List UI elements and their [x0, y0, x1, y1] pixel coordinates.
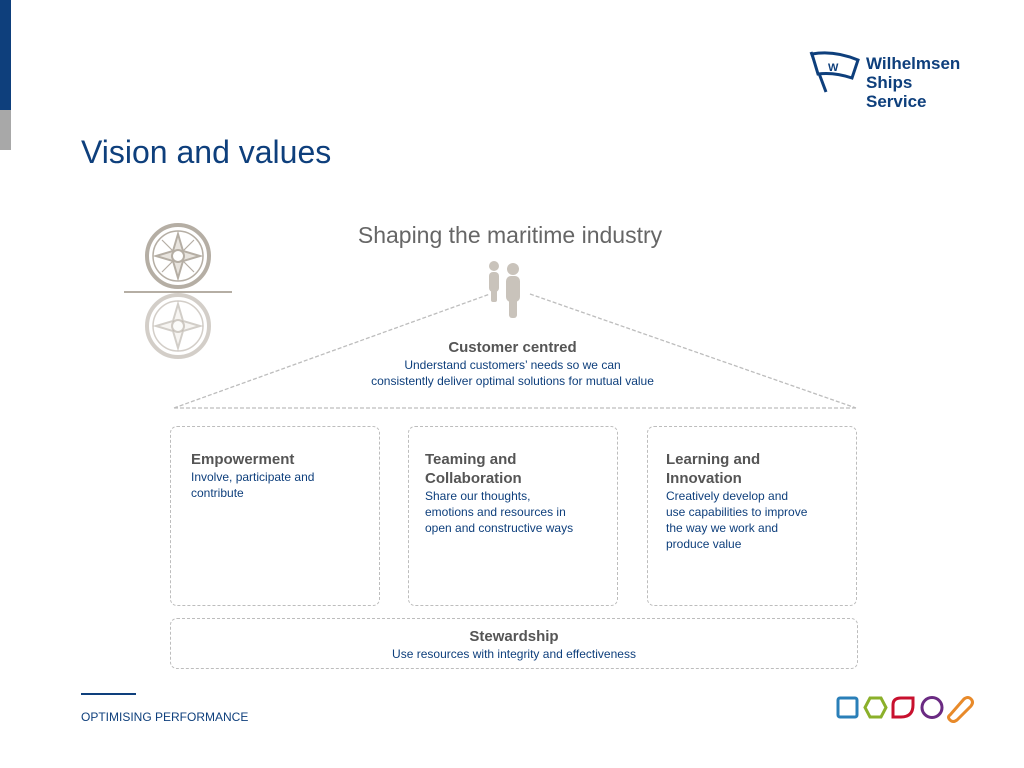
pillar-heading: Learning and — [666, 451, 761, 468]
pillar-teaming-collaboration: Teaming and Collaboration Share our thou… — [408, 426, 618, 606]
logo-flag-letter: W — [828, 62, 839, 74]
square-shape-icon — [836, 696, 859, 719]
logo-line-2: Ships Service — [866, 73, 927, 111]
roof-description-line-1: Understand customers’ needs so we can — [404, 358, 621, 372]
page-title: Vision and values — [81, 134, 332, 170]
compass-icon — [124, 223, 232, 359]
circle-shape-icon — [920, 696, 944, 719]
left-accent-bar — [0, 0, 11, 110]
pillar-description: produce value — [666, 537, 742, 551]
people-icon — [489, 261, 520, 318]
pill-shape-icon — [947, 696, 974, 723]
brand-shapes — [836, 696, 974, 723]
customer-centred-block: Customer centred Understand customers’ n… — [340, 338, 685, 389]
base-description: Use resources with integrity and effecti… — [392, 647, 636, 661]
base-heading: Stewardship — [469, 628, 559, 645]
pillar-heading: Empowerment — [191, 451, 295, 468]
roof-description-line-2: consistently deliver optimal solutions f… — [371, 374, 654, 388]
company-logo: W Wilhelmsen Ships Service — [806, 50, 976, 111]
shield-shape-icon — [891, 696, 915, 719]
diagram-subtitle: Shaping the maritime industry — [357, 222, 663, 248]
pillar-description: Share our thoughts, — [425, 489, 531, 503]
footer-text: OPTIMISING PERFORMANCE — [81, 710, 249, 724]
pillar-description: Involve, participate and — [191, 470, 315, 484]
pillar-description: Creatively develop and — [666, 489, 789, 503]
logo-line-1: Wilhelmsen — [866, 54, 961, 73]
left-accent-bar-grey — [0, 110, 11, 150]
roof-heading: Customer centred — [448, 339, 577, 356]
roof-outline — [173, 293, 857, 409]
pillar-heading: Collaboration — [425, 470, 522, 487]
stewardship-base: Stewardship Use resources with integrity… — [170, 618, 858, 669]
pillar-learning-innovation: Learning and Innovation Creatively devel… — [647, 426, 857, 606]
hexagon-shape-icon — [863, 696, 888, 719]
footer-divider — [81, 693, 136, 695]
pillar-description: use capabilities to improve — [666, 505, 808, 519]
pillar-description: the way we work and — [666, 521, 779, 535]
pillar-description: open and constructive ways — [425, 521, 574, 535]
pillar-description: emotions and resources in — [425, 505, 566, 519]
pillar-heading: Teaming and — [425, 451, 517, 468]
flag-icon: W — [809, 51, 860, 93]
pillar-description: contribute — [191, 486, 244, 500]
pillar-heading: Innovation — [666, 470, 742, 487]
pillar-empowerment: Empowerment Involve, participate and con… — [170, 426, 380, 606]
